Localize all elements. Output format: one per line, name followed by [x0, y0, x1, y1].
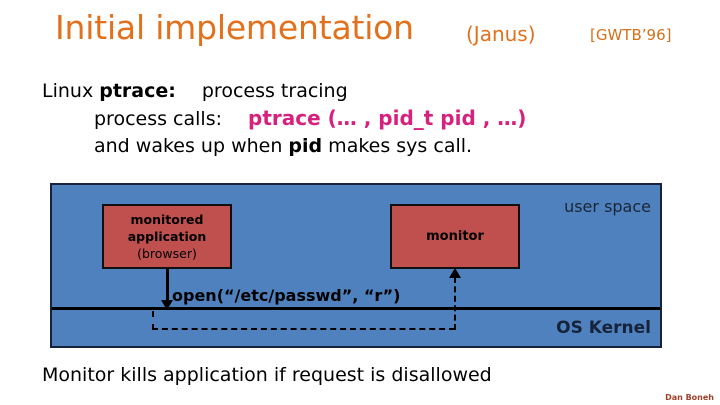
- os-kernel-label: OS Kernel: [556, 318, 651, 338]
- monitored-application-line-3: (browser): [137, 246, 197, 261]
- body-line-3: and wakes up when pid makes sys call.: [94, 133, 682, 160]
- syscall-label: open(“/etc/passwd”, “r”): [172, 286, 401, 305]
- body-line-3-keyword: pid: [288, 135, 323, 157]
- monitored-application-line-1: monitored: [130, 212, 204, 227]
- body-line-2: process calls: ptrace (… , pid_t pid , …): [94, 105, 682, 133]
- footer-caption: Monitor kills application if request is …: [42, 364, 492, 386]
- syscall-arrow-head-icon: [161, 300, 173, 310]
- citation-reference: [GWTB’96]: [590, 26, 672, 44]
- kernel-boundary-divider: [52, 307, 660, 310]
- body-text-block: Linux ptrace: process tracing process cal…: [42, 78, 682, 160]
- monitor-box: monitor: [390, 204, 520, 269]
- syscall-arrow-shaft: [166, 269, 169, 305]
- title-subtitle-paren: (Janus): [466, 22, 536, 46]
- body-line-1-rest: process tracing: [201, 80, 348, 102]
- body-line-1: Linux ptrace: process tracing: [42, 78, 682, 105]
- monitor-label: monitor: [426, 228, 484, 244]
- monitored-application-box: monitored application (browser): [102, 204, 232, 269]
- architecture-diagram: user space monitored application (browse…: [50, 183, 662, 348]
- body-line-1-keyword: ptrace: [99, 80, 169, 102]
- page-title: Initial implementation: [55, 8, 414, 47]
- body-line-1-prefix: Linux: [42, 80, 100, 102]
- notify-arrow-head-icon: [449, 268, 461, 278]
- body-line-3-post: makes sys call.: [322, 135, 473, 157]
- notify-path-segment-vertical-left: [152, 311, 154, 330]
- notify-path-segment-horizontal: [152, 328, 455, 330]
- monitored-application-line-2: application: [127, 229, 207, 244]
- body-line-2-label: process calls:: [94, 108, 222, 130]
- user-space-label: user space: [564, 197, 651, 216]
- body-line-1-colon: :: [168, 80, 176, 102]
- notify-path-segment-vertical-right: [454, 277, 456, 330]
- title-row: Initial implementation (Janus) [GWTB’96]: [55, 8, 695, 54]
- body-line-3-pre: and wakes up when: [94, 135, 289, 157]
- attribution-label: Dan Boneh: [665, 393, 714, 402]
- body-line-2-code: ptrace (… , pid_t pid , …): [248, 106, 527, 130]
